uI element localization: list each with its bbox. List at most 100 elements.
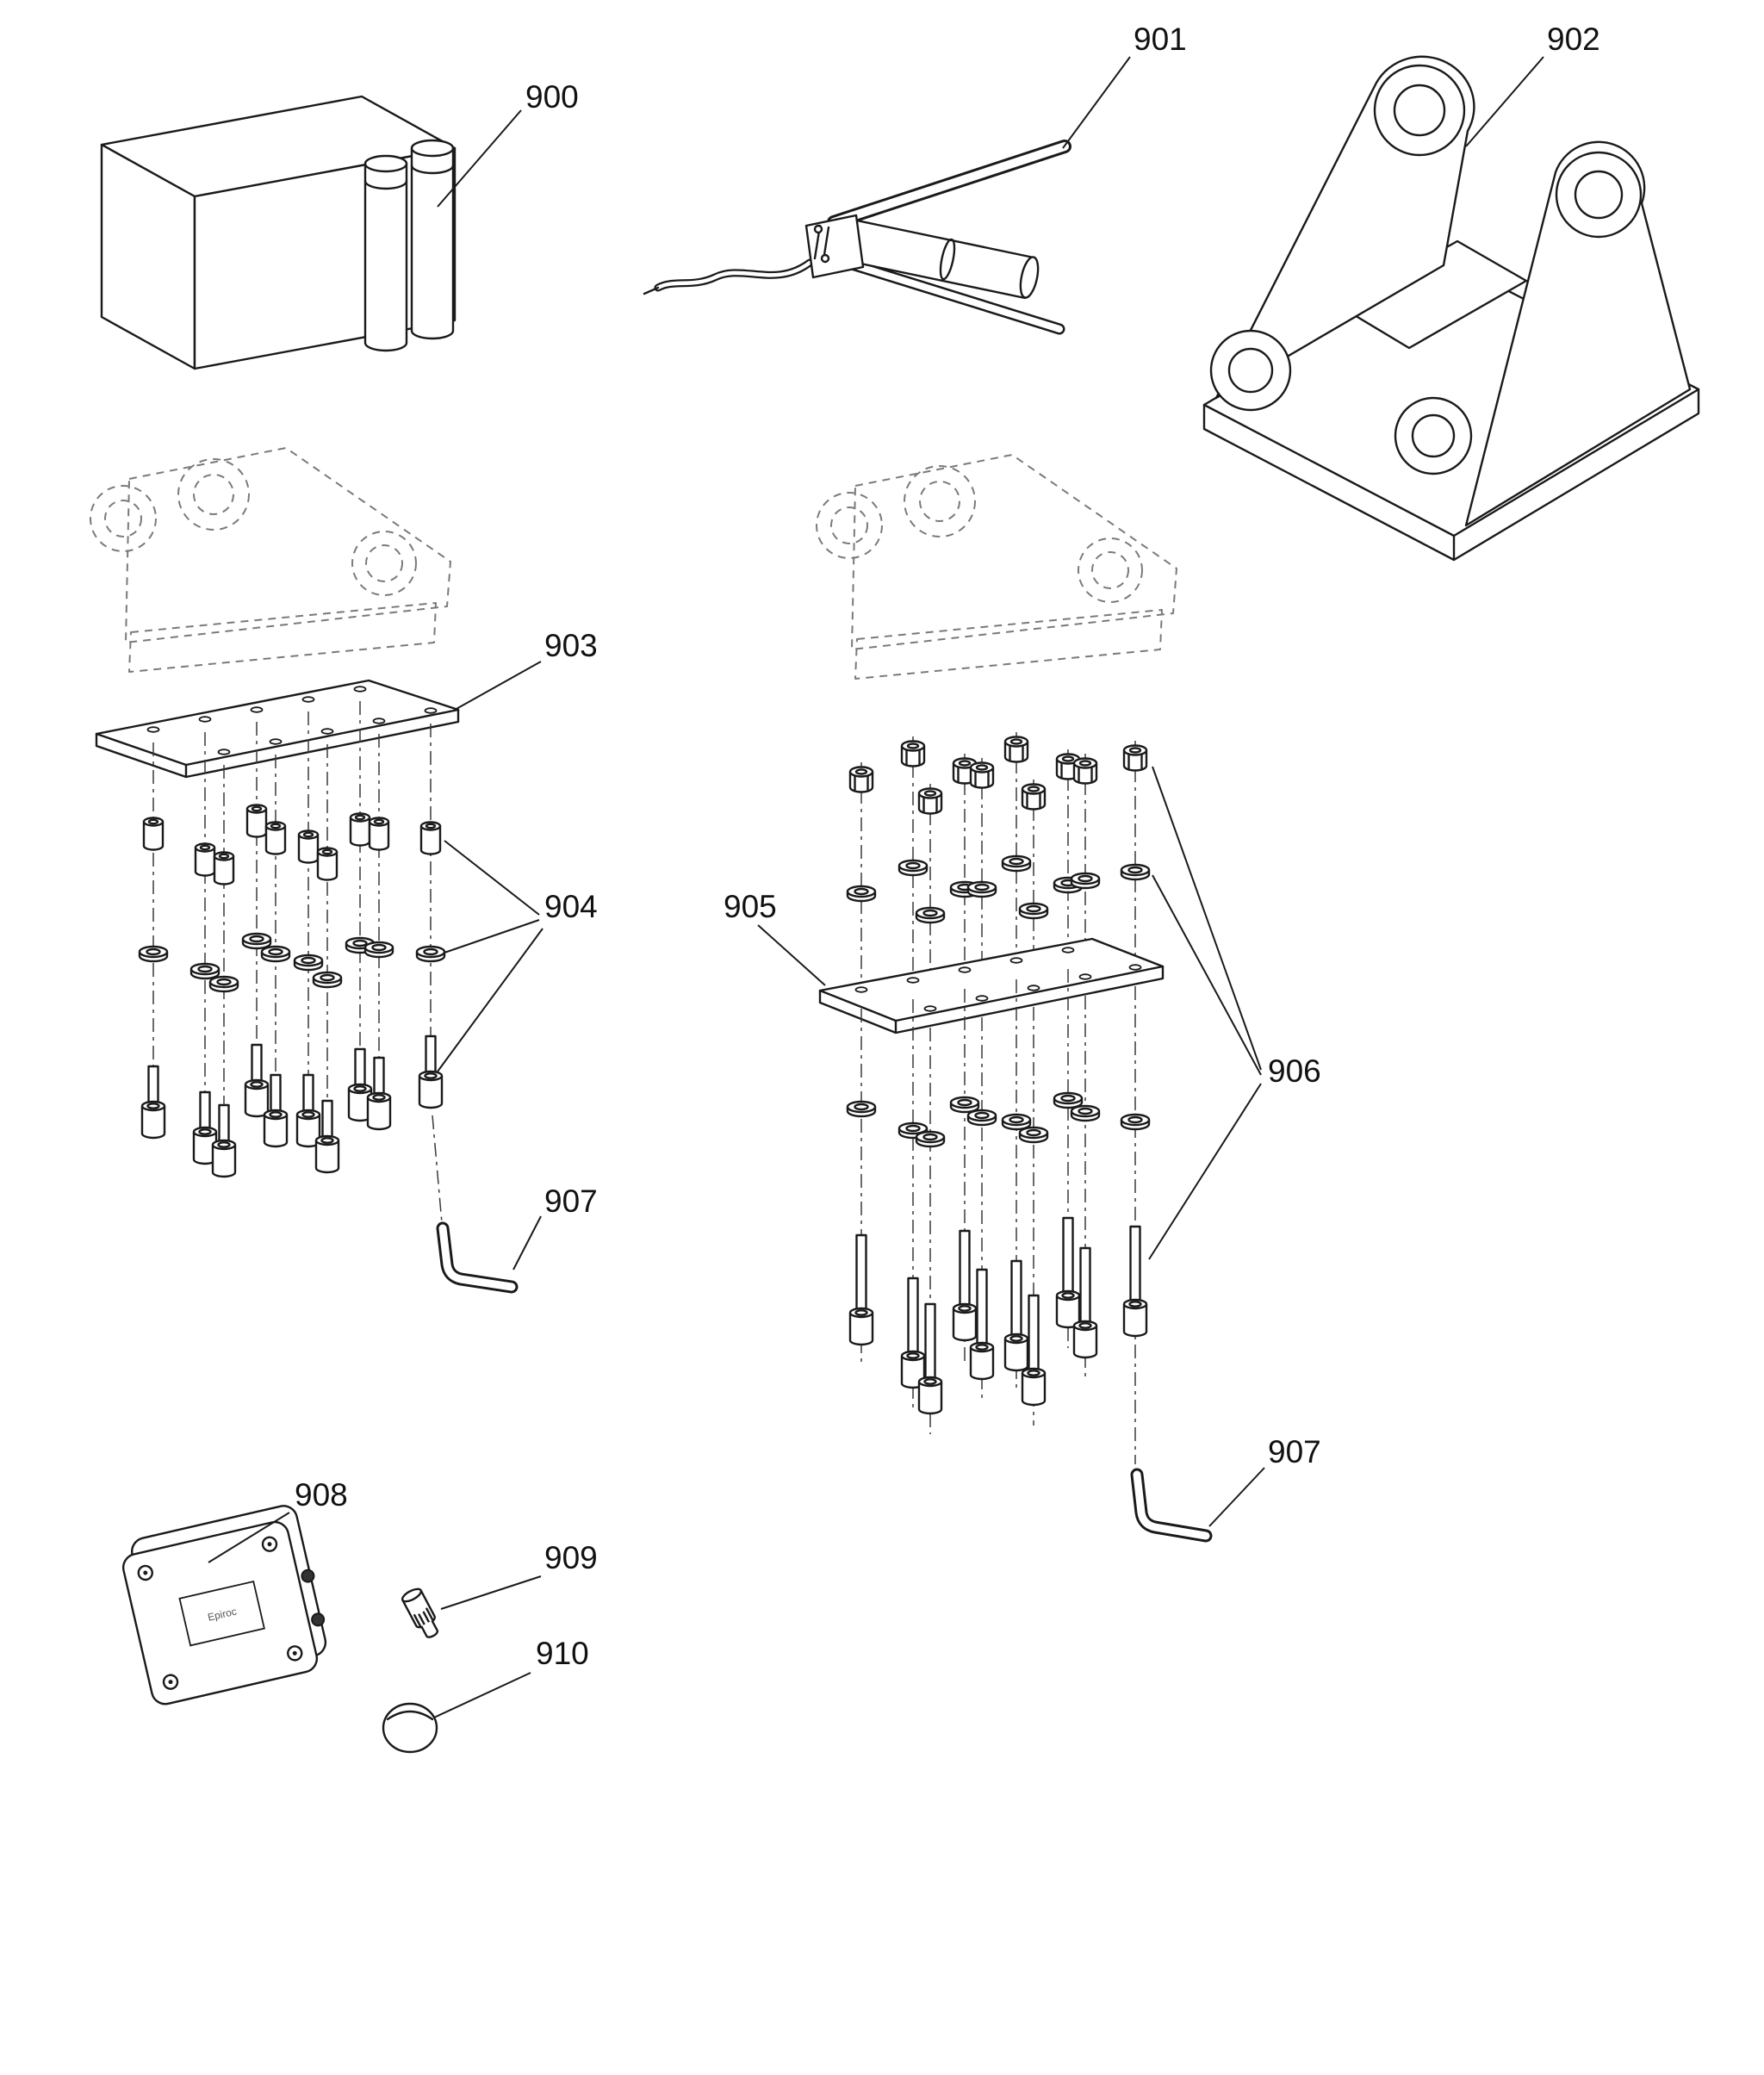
spacer — [297, 829, 320, 864]
leader-line — [444, 919, 540, 954]
ghost-bracket-right — [816, 454, 1177, 680]
spacer — [316, 847, 339, 881]
plate-hole — [1128, 964, 1142, 971]
plate-hole — [923, 1005, 937, 1012]
knurl-line — [422, 1611, 431, 1625]
washer — [846, 885, 877, 903]
fastener-set-906-lower — [846, 969, 1151, 1464]
socket-bolt-long — [1055, 1216, 1081, 1329]
plate-hole — [975, 995, 989, 1002]
washer — [1018, 902, 1049, 920]
callout-900: 900 — [437, 79, 579, 208]
part-number-label: 906 — [1268, 1053, 1321, 1089]
lever-handle — [821, 251, 1065, 335]
callout-907-right: 907 — [1208, 1434, 1321, 1527]
plug-tip — [420, 1619, 439, 1638]
plate-hole — [217, 749, 231, 755]
part-number-label: 909 — [544, 1540, 598, 1575]
washer — [966, 880, 997, 898]
part-905-bolt-plate — [818, 937, 1165, 1034]
plate-hole — [1027, 985, 1040, 991]
pivot-pin — [813, 224, 823, 234]
washer — [1070, 1104, 1101, 1122]
plate-thickness — [95, 708, 460, 779]
nut — [1003, 736, 1029, 763]
socket-bolt — [140, 1065, 166, 1140]
socket-bolt-long — [848, 1233, 874, 1346]
fastener-set-906-upper — [846, 732, 1151, 1000]
cartridge-2 — [410, 139, 455, 340]
leader-line — [1152, 874, 1262, 1076]
plug-top — [401, 1587, 423, 1603]
part-number-label: 910 — [536, 1636, 589, 1671]
callout-902: 902 — [1465, 22, 1600, 147]
leader-line — [1062, 56, 1131, 149]
part-902-adapter-bracket — [1202, 55, 1700, 562]
part-number-label: 907 — [544, 1183, 598, 1219]
centerline — [432, 1115, 443, 1224]
part-908-control-box: Epiroc — [121, 1505, 327, 1705]
leader-line — [1148, 1083, 1262, 1260]
washer — [415, 945, 446, 963]
part-number-label: 900 — [525, 79, 579, 115]
leader-line — [512, 1215, 542, 1270]
spacer — [213, 851, 235, 885]
socket-bolt-long — [1122, 1225, 1148, 1338]
hex-key-fill — [1133, 1470, 1210, 1540]
plate-top-face — [818, 937, 1165, 1022]
leader-line — [757, 924, 826, 986]
callout-901: 901 — [1062, 22, 1187, 149]
right-ear-plate — [1464, 140, 1692, 527]
plate-hole — [320, 728, 334, 735]
callout-907-left: 907 — [512, 1183, 598, 1270]
spacer — [142, 817, 165, 851]
washer — [915, 1130, 946, 1148]
washer — [293, 954, 324, 972]
part-number-label: 902 — [1547, 22, 1600, 57]
nut — [917, 787, 943, 815]
device-label-plate — [178, 1580, 265, 1647]
spacer — [368, 817, 390, 851]
nut — [1072, 757, 1098, 785]
nut — [900, 740, 926, 767]
leader-line — [1152, 766, 1262, 1071]
part-number-label: 908 — [295, 1477, 348, 1513]
plate-hole — [906, 977, 920, 984]
cap-dome-line — [386, 1710, 434, 1721]
knurl-line — [425, 1607, 434, 1621]
screw-center — [267, 1542, 272, 1547]
screw-center — [143, 1570, 148, 1575]
callout-909: 909 — [440, 1540, 598, 1610]
washer — [1120, 1113, 1151, 1131]
leader-line — [437, 928, 543, 1072]
screw-center — [168, 1680, 173, 1685]
left-ear-bore — [1393, 84, 1446, 137]
plate-hole — [269, 738, 283, 745]
ghost-bracket-left — [90, 447, 451, 673]
washer — [260, 945, 291, 963]
socket-bolt — [244, 1043, 270, 1118]
nut — [1122, 744, 1148, 772]
washer — [189, 962, 220, 980]
part-910-cap — [382, 1702, 438, 1754]
spacer — [194, 842, 216, 877]
washer — [363, 941, 394, 959]
washer — [966, 1109, 997, 1127]
plate-hole — [424, 707, 438, 714]
spacer — [349, 812, 371, 847]
base-plate-thickness — [1202, 388, 1700, 562]
callout-908: 908 — [208, 1477, 348, 1563]
washer — [1120, 863, 1151, 881]
leader-line — [433, 1672, 531, 1718]
callout-910: 910 — [433, 1636, 589, 1718]
part-900-grease-cartridges — [100, 95, 457, 370]
part-number-label: 901 — [1134, 22, 1187, 57]
callout-904: 904 — [437, 840, 598, 1072]
washer — [1053, 1091, 1084, 1109]
part-number-label: 904 — [544, 889, 598, 924]
washer — [138, 945, 169, 963]
washer — [949, 1096, 980, 1114]
spacer — [245, 804, 268, 838]
pivot-pin — [820, 253, 830, 264]
